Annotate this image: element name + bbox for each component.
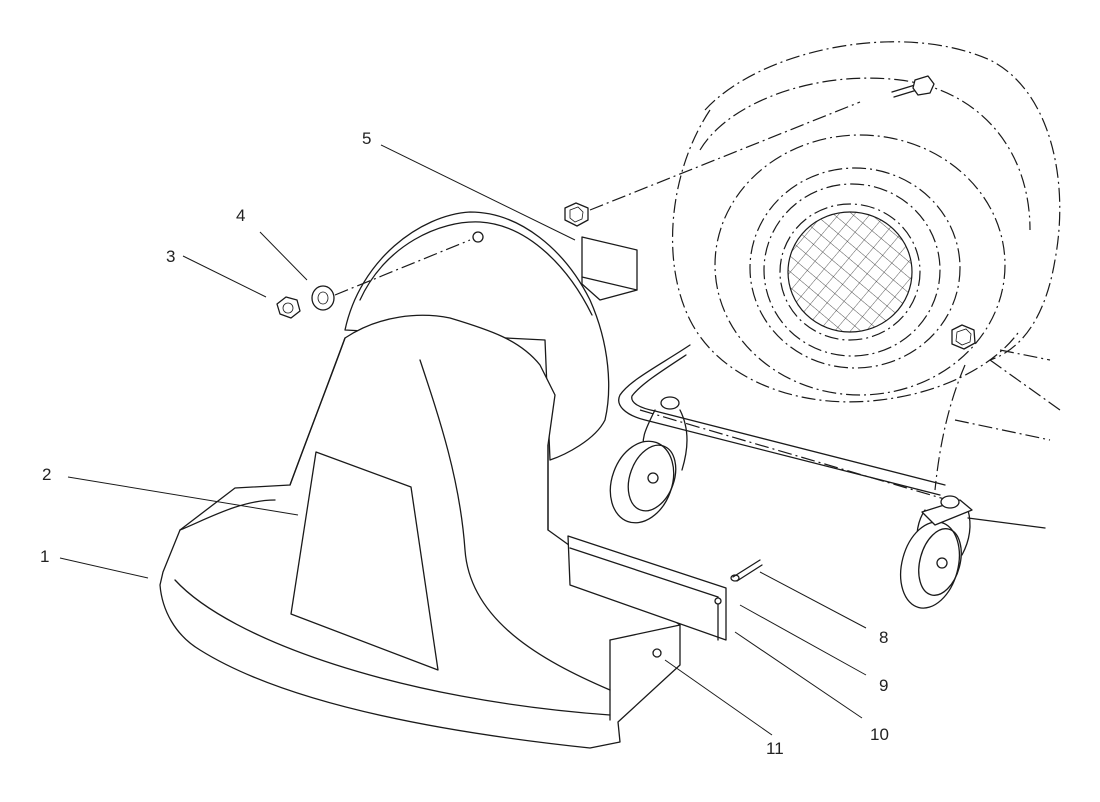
caster-frame — [618, 344, 966, 506]
callout-10: 10 — [870, 725, 889, 744]
mounting-plate — [581, 236, 638, 301]
leader-lines — [59, 144, 867, 736]
callout-2: 2 — [42, 465, 51, 484]
callout-1: 1 — [40, 547, 49, 566]
discharge-chute — [159, 314, 681, 749]
housing-hex-nut — [951, 324, 976, 350]
centerlines — [334, 101, 861, 296]
left-caster-wheel — [609, 396, 688, 524]
blower-housing-phantom — [671, 41, 1061, 491]
plate-hex-nut — [564, 202, 589, 227]
callout-9: 9 — [879, 676, 888, 695]
top-bolt — [891, 75, 935, 98]
lock-nut — [276, 296, 301, 319]
callout-11: 11 — [766, 739, 784, 758]
right-caster-wheel — [900, 495, 1046, 609]
intake-screen — [779, 203, 921, 341]
support-bar — [567, 535, 727, 641]
callout-4: 4 — [236, 206, 245, 225]
callout-3: 3 — [166, 247, 175, 266]
callout-labels: 1 2 3 4 5 8 9 10 11 — [40, 129, 889, 758]
callout-8: 8 — [879, 628, 888, 647]
cotter-pin — [730, 559, 763, 582]
washer — [311, 285, 335, 311]
callout-5: 5 — [362, 129, 371, 148]
